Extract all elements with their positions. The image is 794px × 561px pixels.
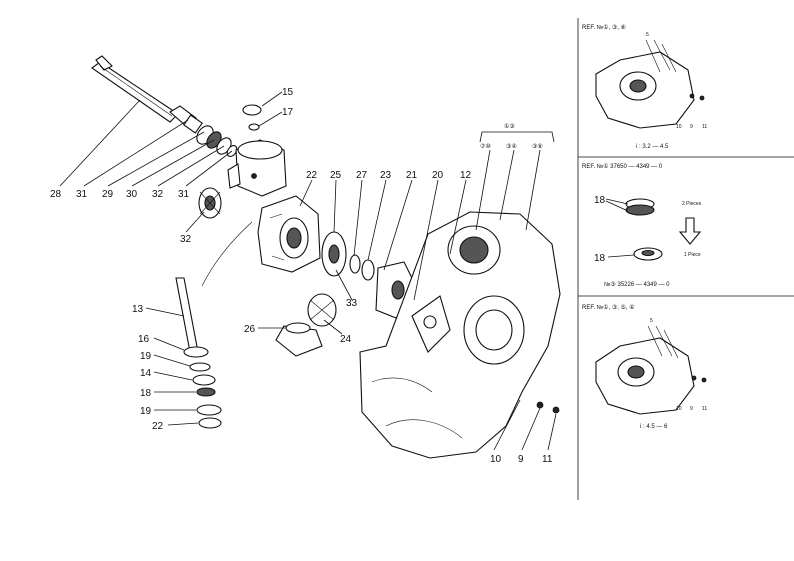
callout-14: 14 (140, 368, 152, 379)
callout-27: 27 (356, 170, 368, 181)
callout-33: 33 (346, 298, 358, 309)
reference-panel-frame (577, 18, 794, 500)
panel3-num-11: 11 (702, 406, 707, 412)
panel2-1-piece: 1 Piece (684, 252, 701, 258)
callout-labels: 28 31 29 30 32 31 32 15 17 22 25 27 23 2… (50, 87, 553, 465)
panel3-num-5: 5 (650, 318, 653, 324)
axle-housing (257, 195, 321, 273)
panel1-num-9: 9 (690, 124, 693, 130)
callout-22: 22 (306, 170, 318, 181)
callout-19b: 19 (140, 406, 152, 417)
reference-panel-3: REF. №①, ③, ⑤, ⑥ 5 10 9 11 i : 4.5 — 6 (582, 304, 707, 430)
panel1-num-11: 11 (702, 124, 707, 130)
callout-20: 20 (432, 170, 444, 181)
callout-26: 26 (244, 324, 256, 335)
bearing-stack (196, 125, 238, 157)
panel3-num-9: 9 (690, 406, 693, 412)
lower-pinion-and-cup (275, 293, 337, 357)
callout-21: 21 (406, 170, 418, 181)
callout-11: 11 (542, 454, 553, 465)
panel2-title: REF. №① 37650 — 4349 — 0 (582, 163, 663, 170)
panel1-caption: i : 3.2 — 4.5 (636, 144, 669, 150)
callout-13: 13 (132, 304, 144, 315)
callout-24: 24 (340, 334, 352, 345)
callout-23: 23 (380, 170, 392, 181)
callout-31: 31 (76, 189, 88, 200)
panel2-label-18b: 18 (594, 253, 606, 264)
callout-19: 19 (140, 351, 152, 362)
ref-group-label: ①③ (504, 123, 515, 130)
upper-gearcase (227, 104, 287, 197)
arrow-down-icon (678, 217, 702, 245)
callout-29: 29 (102, 189, 114, 200)
ref-c-label: ③⑧ (532, 143, 543, 150)
callout-16: 16 (138, 334, 150, 345)
callout-15: 15 (282, 87, 294, 98)
callout-9: 9 (518, 454, 524, 465)
panel1-title: REF. №①, ③, ⑧ (582, 24, 626, 31)
panel3-num-10: 10 (676, 406, 682, 412)
callout-28: 28 (50, 189, 62, 200)
callout-32: 32 (152, 189, 164, 200)
panel2-note: №③ 35226 — 4349 — 0 (604, 281, 670, 288)
leader-lines (59, 91, 557, 451)
callout-17: 17 (282, 107, 294, 118)
reference-panel-1: REF. №①, ③, ⑧ 5 10 9 11 i : 3.2 — 4.5 (582, 24, 707, 150)
callout-22b: 22 (152, 421, 164, 432)
callout-18: 18 (140, 388, 152, 399)
callout-10: 10 (490, 454, 502, 465)
panel3-title: REF. №①, ③, ⑤, ⑥ (582, 304, 635, 311)
panel1-num-10: 10 (676, 124, 682, 130)
panel2-2-pieces: 2 Pieces (682, 201, 702, 207)
final-drive-housing (359, 211, 561, 459)
drive-shaft (91, 55, 203, 134)
bevel-pinion (198, 187, 222, 219)
ref-b-label: ③④ (506, 143, 517, 150)
callout-31b: 31 (178, 189, 190, 200)
ref-a-label: ⑦⑩ (480, 143, 491, 150)
panel1-num-5: 5 (646, 32, 649, 38)
callout-30: 30 (126, 189, 138, 200)
vertical-shaft-stack (175, 221, 253, 429)
callout-32b: 32 (180, 234, 192, 245)
panel2-label-18a: 18 (594, 195, 606, 206)
callout-12: 12 (460, 170, 472, 181)
reference-panel-2: REF. №① 37650 — 4349 — 0 18 2 Pieces 18 … (582, 163, 702, 288)
panel3-caption: i : 4.5 — 6 (640, 424, 668, 430)
callout-25: 25 (330, 170, 342, 181)
